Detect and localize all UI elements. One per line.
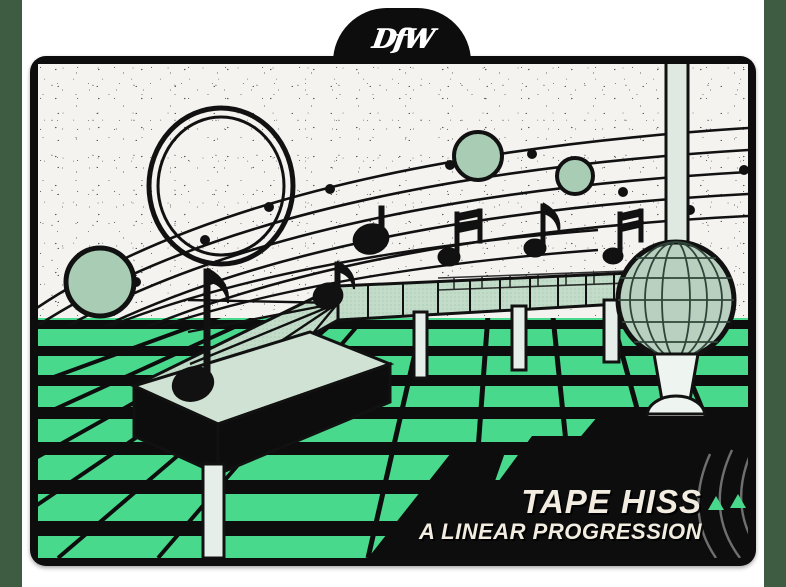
musical-notes [171, 202, 644, 402]
note-on-bridge-c [437, 208, 483, 267]
note-on-bridge-b [312, 260, 356, 310]
bridge-columns [201, 298, 621, 558]
label-badge: DfW [333, 8, 471, 62]
platform-front [216, 361, 392, 477]
artwork-area: TAPE HISS A LINEAR PROGRESSION [38, 64, 748, 558]
bridge-structure [129, 269, 656, 558]
record-sleeve: TAPE HISS A LINEAR PROGRESSION [30, 56, 756, 566]
planet-upper-right [555, 156, 595, 196]
note-on-bridge-d [523, 202, 561, 258]
planet-upper-mid [452, 130, 504, 182]
right-bleed-strip [764, 0, 786, 587]
note-on-bridge-a [352, 205, 390, 255]
title-shadow-wedges [368, 416, 748, 558]
note-large-left [171, 267, 230, 402]
orbit-ring [146, 105, 296, 267]
left-bleed-strip [0, 0, 22, 587]
groove-markers [708, 494, 746, 510]
scene-vectors [38, 64, 748, 558]
planet-left [63, 245, 137, 319]
dfw-logo-text: DfW [369, 24, 435, 55]
note-on-bridge-e [602, 208, 644, 265]
